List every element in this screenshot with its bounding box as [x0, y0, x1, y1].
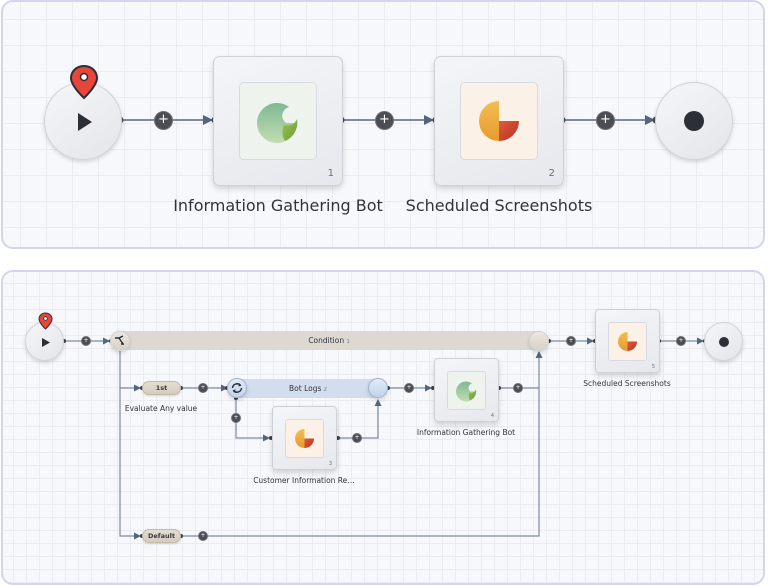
condition-start-node[interactable] [110, 331, 130, 351]
bot-icon-tile [447, 371, 486, 410]
end-node[interactable] [704, 322, 743, 361]
bot-node-scheduled-screenshots[interactable]: 5 [595, 309, 660, 373]
step-number: 1 [346, 339, 350, 345]
condition-title: Condition [308, 336, 345, 345]
step-number: 2 [548, 168, 555, 179]
location-pin-icon [38, 312, 53, 330]
location-pin-icon [69, 64, 99, 100]
loop-title: Bot Logs [289, 384, 322, 393]
branch-caption: Evaluate Any value [124, 404, 198, 413]
add-step-button[interactable]: + [352, 433, 362, 443]
node-label: Scheduled Screenshots [405, 196, 593, 215]
add-step-button[interactable]: + [566, 336, 576, 346]
node-label: Scheduled Screenshots [583, 379, 671, 388]
condition-end-node[interactable] [529, 331, 549, 351]
orange-pie-icon [295, 429, 314, 448]
orange-pie-icon [479, 101, 519, 141]
bot-node-customer-information[interactable]: 3 [272, 406, 337, 470]
bot-icon-tile [460, 82, 538, 160]
add-step-button[interactable]: + [198, 531, 208, 541]
stop-dot-icon [684, 111, 704, 131]
bot-node-scheduled-screenshots[interactable]: 2 [434, 56, 564, 186]
add-step-button[interactable]: + [596, 111, 615, 130]
start-node[interactable] [44, 82, 122, 160]
green-crescent-bot-icon [456, 381, 477, 402]
branch-icon [115, 335, 124, 345]
orange-pie-icon [618, 332, 637, 351]
step-number: 4 [490, 413, 494, 419]
top-workflow-canvas[interactable]: + + + 1 Information Gathering Bot [1, 0, 765, 249]
add-step-button[interactable]: + [676, 336, 686, 346]
node-label: Information Gathering Bot [416, 428, 516, 437]
bot-node-information-gathering[interactable]: 4 [434, 358, 499, 422]
stop-dot-icon [719, 337, 729, 347]
bot-icon-tile [239, 82, 317, 160]
add-step-button[interactable]: + [375, 111, 394, 130]
bottom-workflow-canvas[interactable]: Condition 1 Bot Logs 2 [1, 270, 765, 585]
step-number: 3 [328, 461, 332, 467]
end-node[interactable] [655, 82, 733, 160]
play-icon [42, 338, 50, 347]
step-number: 1 [327, 168, 334, 179]
bot-icon-tile [608, 322, 647, 361]
branch-pill-default[interactable]: Default [142, 529, 181, 543]
green-crescent-bot-icon [257, 103, 298, 143]
refresh-loop-icon [231, 383, 243, 393]
node-label: Information Gathering Bot [173, 196, 383, 215]
play-icon [78, 113, 92, 131]
step-number: 5 [651, 364, 655, 370]
add-step-button[interactable]: + [231, 413, 241, 423]
condition-band[interactable] [121, 331, 541, 350]
add-step-button[interactable]: + [81, 336, 91, 346]
bot-node-information-gathering[interactable]: 1 [213, 56, 343, 186]
condition-label: Condition 1 [308, 336, 349, 345]
add-step-button[interactable]: + [513, 383, 523, 393]
loop-start-node[interactable] [227, 378, 247, 398]
loop-label: Bot Logs 2 [289, 384, 327, 393]
node-label: Customer Information Re… [253, 476, 355, 485]
step-number: 2 [323, 387, 327, 393]
bot-icon-tile [285, 419, 324, 458]
add-step-button[interactable]: + [154, 111, 173, 130]
loop-end-node[interactable] [368, 378, 388, 398]
add-step-button[interactable]: + [404, 383, 414, 393]
add-step-button[interactable]: + [198, 383, 208, 393]
loop-band[interactable] [236, 379, 378, 398]
branch-pill-1st[interactable]: 1st [142, 381, 181, 395]
